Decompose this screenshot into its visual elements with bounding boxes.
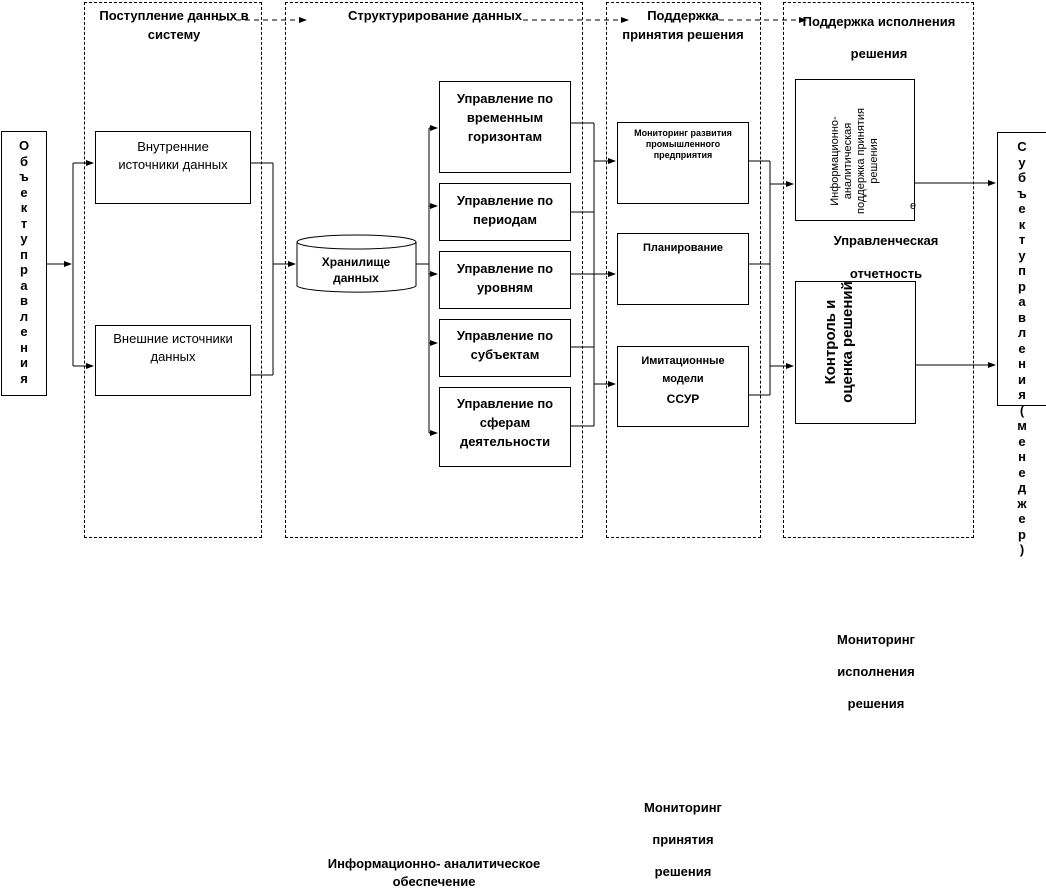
planning-box: Планирование (617, 233, 749, 305)
header-decision-support: Поддержка принятия решения (622, 8, 744, 42)
subject-letter: е (1018, 464, 1026, 480)
analytic-support-box: Информационно-аналитическая поддержка пр… (795, 79, 915, 221)
object-letter: п (20, 246, 28, 262)
monitoring-decision-caption: Мониторинг принятия решения (613, 792, 753, 888)
simulation-models-box: Имитационные модели ССУР (617, 346, 749, 427)
header-execution-support: Поддержка исполнения решения (802, 14, 956, 61)
header-input: Поступление данных в систему (99, 8, 249, 42)
monitoring-development-label: Мониторинг развития промышленного предпр… (634, 128, 732, 160)
object-letter: а (20, 277, 28, 293)
subject-letter: ъ (1017, 185, 1027, 201)
subject-letter: ( (1019, 402, 1025, 418)
subject-letter: у (1018, 247, 1026, 263)
internal-sources-box: Внутренние источники данных (95, 131, 251, 204)
mgmt-periods-label: Управление по периодам (456, 193, 554, 227)
subject-letter: м (1017, 418, 1027, 433)
object-letter: т (20, 215, 28, 231)
subject-letter: н (1018, 356, 1026, 371)
external-sources-label: Внешние источники данных (113, 331, 233, 364)
mgmt-subjects-box: Управление по субъектам (439, 319, 571, 377)
object-letter: б (19, 153, 29, 169)
column-decision-support (606, 2, 761, 538)
column-execution-support (783, 2, 974, 538)
monitoring-development-box: Мониторинг развития промышленного предпр… (617, 122, 749, 204)
object-letter: р (20, 262, 28, 277)
mgmt-spheres-label: Управление по сферам деятельности (456, 396, 554, 449)
subject-letter: ж (1017, 495, 1027, 511)
object-letter: е (20, 184, 28, 200)
monitoring-decision-line2: принятия (652, 832, 714, 847)
object-letter: н (20, 339, 28, 355)
mgmt-levels-box: Управление по уровням (439, 251, 571, 309)
object-letter: е (20, 324, 28, 339)
external-sources-box: Внешние источники данных (95, 325, 251, 396)
control-evaluation-box: Контроль и оценка решений (795, 281, 916, 424)
stray-letter: е (910, 200, 917, 212)
control-evaluation-label: Контроль и оценка решений (822, 281, 856, 403)
column-input (84, 2, 262, 538)
mgmt-subjects-label: Управление по субъектам (456, 328, 554, 362)
info-support-caption: Информационно- аналитическое обеспечение (327, 856, 541, 889)
subject-letter: и (1018, 371, 1026, 387)
simulation-models-label: Имитационные модели (641, 355, 725, 385)
mgmt-horizons-label: Управление по временным горизонтам (456, 91, 554, 144)
management-reporting-line2: отчетность (849, 266, 923, 281)
monitoring-execution-line1: Мониторинг (837, 632, 915, 647)
subject-letter: д (1017, 480, 1027, 495)
monitoring-execution-line3: решения (847, 696, 905, 711)
object-letter: и (20, 355, 28, 370)
internal-sources-label: Внутренние источники данных (118, 139, 228, 172)
subject-letter: б (1017, 170, 1027, 185)
monitoring-decision-line3: решения (654, 864, 712, 879)
subject-letter: р (1018, 278, 1026, 294)
management-reporting-line1: Управленческая (833, 233, 939, 248)
object-letter: в (20, 293, 28, 308)
planning-label: Планирование (642, 242, 724, 254)
column-structuring (285, 2, 583, 538)
monitoring-decision-line1: Мониторинг (644, 800, 722, 815)
monitoring-execution-caption: Мониторинг исполнения решения (806, 624, 946, 720)
subject-letter: ) (1019, 542, 1025, 557)
subject-letter: е (1018, 511, 1026, 526)
subject-letter: е (1018, 433, 1026, 449)
subject-letter: е (1018, 340, 1026, 356)
object-letter: л (19, 308, 29, 324)
object-letter: у (20, 231, 28, 246)
subject-letter: С (1017, 139, 1027, 154)
subject-letter: п (1018, 263, 1026, 278)
subject-letter: а (1018, 294, 1026, 309)
header-structuring: Структурирование данных (347, 8, 523, 23)
subject-letter: н (1018, 449, 1026, 464)
monitoring-execution-line2: исполнения (837, 664, 915, 679)
subject-letter: т (1018, 232, 1026, 247)
subject-letter: к (1018, 216, 1026, 232)
subject-letter: л (1017, 325, 1027, 340)
warehouse-cylinder-shape (296, 234, 417, 293)
mgmt-periods-box: Управление по периодам (439, 183, 571, 241)
subject-letter: я (1018, 387, 1026, 402)
mgmt-spheres-box: Управление по сферам деятельности (439, 387, 571, 467)
subject-letter: у (1018, 154, 1026, 170)
warehouse-label: Хранилище данных (321, 255, 391, 285)
subject-letter: в (1018, 309, 1026, 325)
object-letter: ъ (19, 169, 29, 184)
object-letter: к (20, 200, 28, 215)
object-letter: я (20, 370, 28, 386)
simulation-ssur-label: ССУР (666, 392, 700, 406)
mgmt-horizons-box: Управление по временным горизонтам (439, 81, 571, 173)
subject-letter: р (1018, 526, 1026, 542)
mgmt-levels-label: Управление по уровням (456, 261, 554, 295)
subject-letter: е (1018, 201, 1026, 216)
object-letter: О (18, 138, 30, 153)
analytic-support-label: Информационно-аналитическая поддержка пр… (829, 108, 880, 214)
